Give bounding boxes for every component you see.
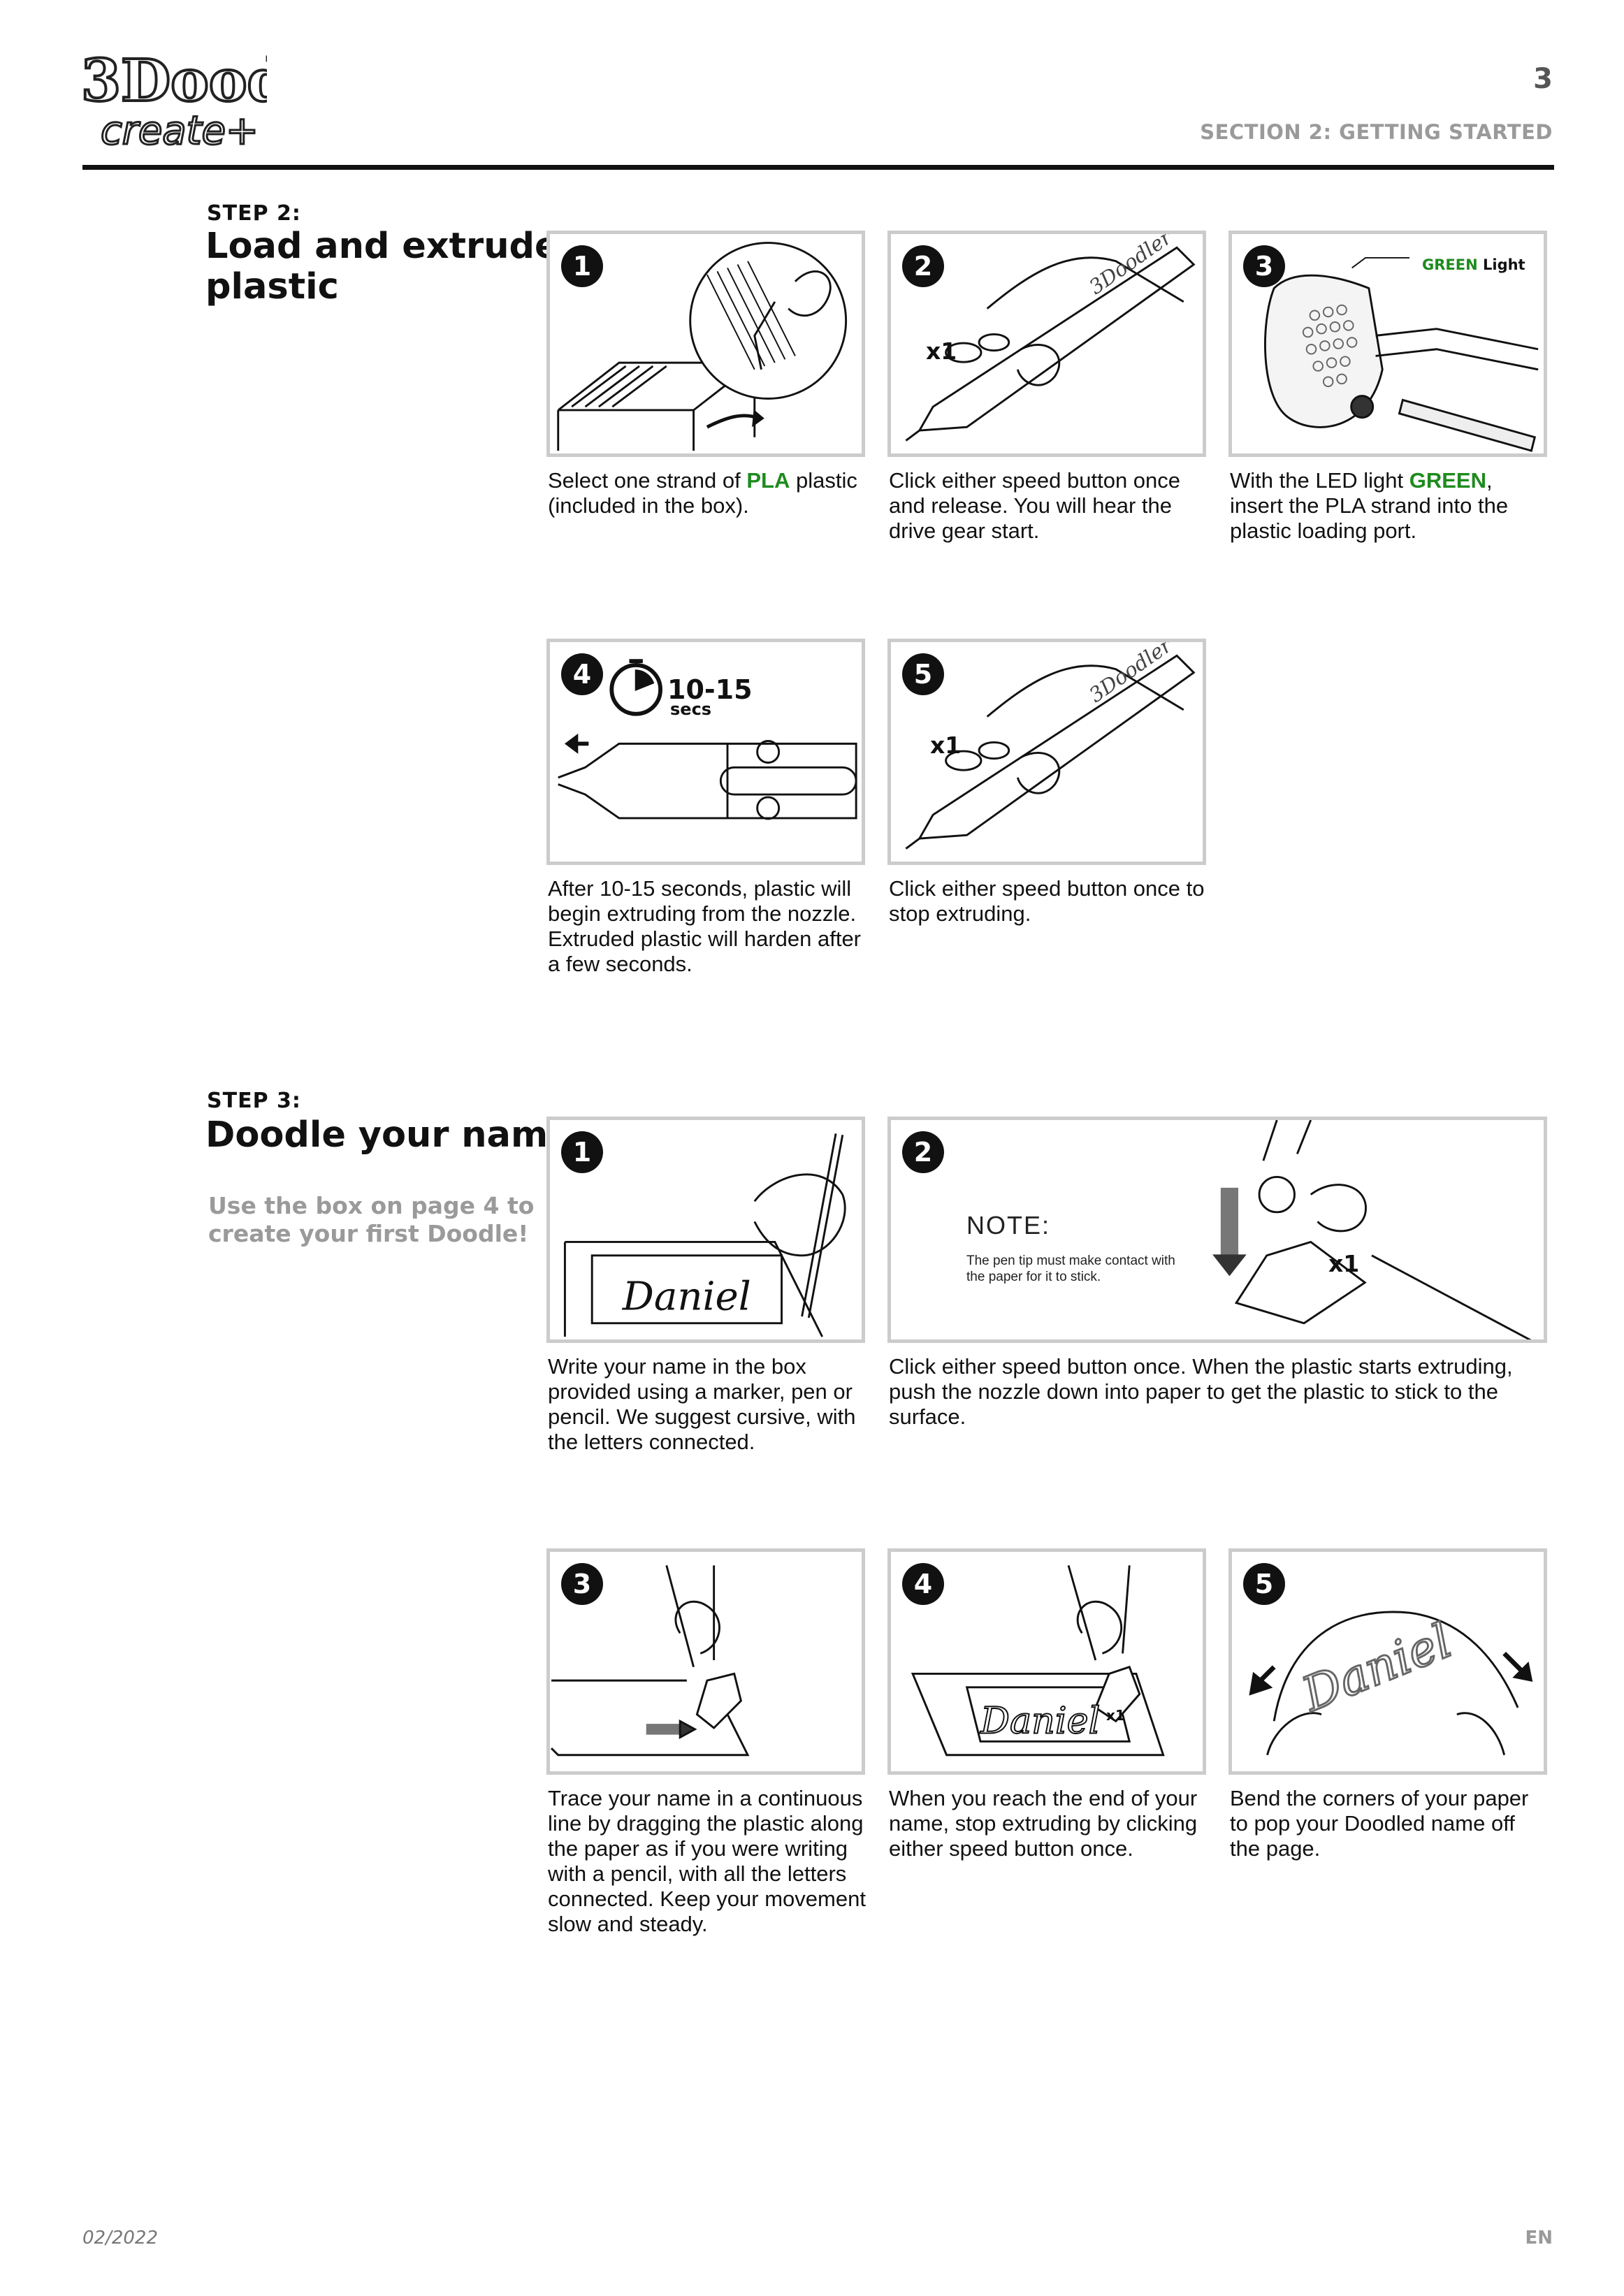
step2-panel-3: 3 GREEN Light: [1228, 231, 1547, 457]
step-number-badge: 4: [561, 653, 603, 695]
step3-panel-3: 3: [546, 1548, 865, 1775]
header-divider: [82, 165, 1554, 170]
step3-panel-1: 1 Daniel: [546, 1117, 865, 1343]
click-count-label: x1: [1106, 1707, 1125, 1724]
step-number-badge: 5: [902, 653, 944, 695]
logo-wordmark: 3Doodler: [81, 48, 267, 115]
step2-panel-5: 5 3Doodler x1: [887, 639, 1206, 865]
step2-panel-2: 2 3Doodler x1: [887, 231, 1206, 457]
step3-panel-5: 5 Daniel: [1228, 1548, 1547, 1775]
nozzle-press-illustration: [891, 1120, 1544, 1339]
step2-caption-3: With the LED light GREEN, insert the PLA…: [1230, 468, 1549, 544]
step2-title-line2: plastic: [205, 267, 559, 307]
step3-panel-4: 4 Daniel x1: [887, 1548, 1206, 1775]
peeled-name-text: Daniel: [1293, 1613, 1459, 1722]
click-count-label: x1: [926, 337, 957, 365]
footer-date: 02/2022: [82, 2228, 158, 2248]
timer-unit: secs: [670, 699, 711, 719]
brand-logo: 3Doodler create+: [78, 39, 267, 158]
step3-caption-3: Trace your name in a continuous line by …: [548, 1786, 867, 1937]
step3-caption-4: When you reach the end of your name, sto…: [889, 1786, 1208, 1861]
step2-panel-4: 4 10-15 secs: [546, 639, 865, 865]
step2-caption-1: Select one strand of PLA plastic (includ…: [548, 468, 867, 518]
click-count-label: x1: [1328, 1250, 1359, 1277]
step-number-badge: 1: [561, 1131, 603, 1173]
step3-caption-1: Write your name in the box provided usin…: [548, 1354, 867, 1455]
step2-title-line1: Load and extrude: [205, 226, 559, 267]
step2-title: Load and extrude plastic: [205, 226, 559, 307]
doodled-name-text: Daniel: [980, 1700, 1100, 1743]
step-number-badge: 3: [561, 1563, 603, 1605]
step-number-badge: 4: [902, 1563, 944, 1605]
step2-caption-5: Click either speed button once to stop e…: [889, 876, 1208, 927]
step3-subtitle: Use the box on page 4 to create your fir…: [208, 1192, 534, 1248]
step3-caption-5: Bend the corners of your paper to pop yo…: [1230, 1786, 1549, 1861]
step-number-badge: 5: [1243, 1563, 1285, 1605]
section-title: SECTION 2: GETTING STARTED: [1200, 120, 1553, 144]
step2-caption-4: After 10-15 seconds, plastic will begin …: [548, 876, 867, 977]
step2-caption-2: Click either speed button once and relea…: [889, 468, 1208, 544]
step2-panel-1: 1: [546, 231, 865, 457]
step3-subtitle-line2: create your first Doodle!: [208, 1220, 534, 1248]
step3-subtitle-line1: Use the box on page 4 to: [208, 1192, 534, 1220]
step-number-badge: 3: [1243, 245, 1285, 287]
step-number-badge: 2: [902, 245, 944, 287]
step-number-badge: 2: [902, 1131, 944, 1173]
drawn-name-text: Daniel: [622, 1274, 751, 1319]
caption-text: Select one strand of: [548, 468, 746, 493]
footer-language: EN: [1525, 2228, 1553, 2248]
step2-label: STEP 2:: [207, 201, 301, 226]
step-number-badge: 1: [561, 245, 603, 287]
caption-highlight-green: GREEN: [1409, 468, 1486, 493]
page-number: 3: [1533, 63, 1553, 95]
step3-title: Doodle your name: [205, 1115, 572, 1156]
step3-panel-2: 2 NOTE: The pen tip must make contact wi…: [887, 1117, 1547, 1343]
click-count-label: x1: [930, 732, 961, 759]
logo-subwordmark: create+: [101, 108, 259, 154]
caption-highlight-pla: PLA: [746, 468, 790, 493]
logo-mark: 3Doodler create+: [78, 39, 267, 158]
step3-label: STEP 3:: [207, 1089, 301, 1113]
caption-text: With the LED light: [1230, 468, 1409, 493]
step3-caption-2: Click either speed button once. When the…: [889, 1354, 1549, 1430]
